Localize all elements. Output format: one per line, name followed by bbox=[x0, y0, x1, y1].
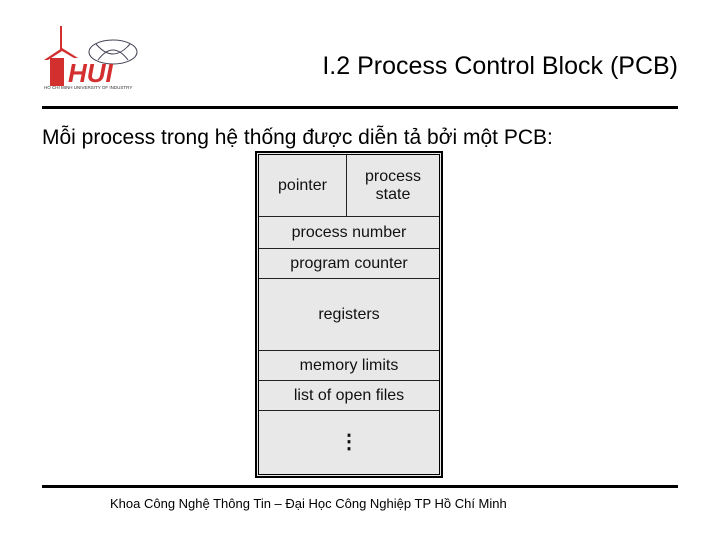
pcb-diagram: pointer process state process number pro… bbox=[255, 151, 443, 478]
pcb-registers: registers bbox=[259, 279, 439, 351]
top-divider bbox=[42, 106, 678, 109]
bottom-divider bbox=[42, 485, 678, 488]
svg-text:HO CHI MINH UNIVERSITY OF INDU: HO CHI MINH UNIVERSITY OF INDUSTRY bbox=[44, 85, 132, 90]
pcb-open-files: list of open files bbox=[259, 381, 439, 411]
pcb-memory-limits: memory limits bbox=[259, 351, 439, 381]
pcb-ellipsis: ⋮ bbox=[339, 431, 359, 453]
svg-text:HUI: HUI bbox=[68, 58, 114, 88]
slide-title: I.2 Process Control Block (PCB) bbox=[322, 52, 678, 80]
pcb-process-state: process state bbox=[364, 167, 422, 203]
pcb-program-counter: program counter bbox=[259, 249, 439, 279]
footer-text: Khoa Công Nghệ Thông Tin – Đại Học Công … bbox=[110, 496, 507, 511]
logo: HUI HO CHI MINH UNIVERSITY OF INDUSTRY bbox=[38, 24, 138, 90]
pcb-pointer: pointer bbox=[259, 155, 347, 216]
lead-text: Mỗi process trong hệ thống được diễn tả … bbox=[42, 126, 553, 149]
pcb-process-number: process number bbox=[259, 217, 439, 249]
pcb-row-header: pointer process state bbox=[259, 155, 439, 217]
